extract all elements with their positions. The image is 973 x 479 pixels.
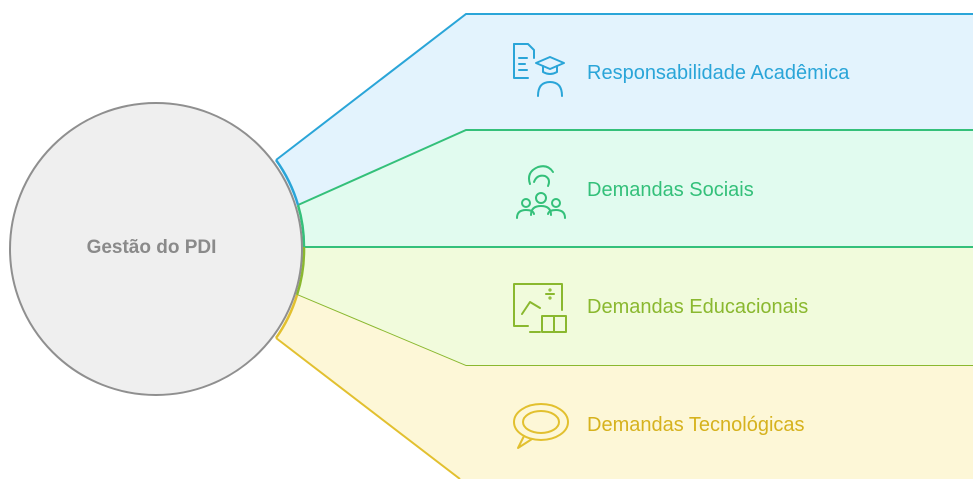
branch-edge-1 xyxy=(275,13,973,161)
center-node xyxy=(9,102,303,396)
circle-arc-4 xyxy=(274,294,299,339)
branch-label-3: Demandas Educacionais xyxy=(587,296,809,318)
branch-edge-2 xyxy=(297,129,973,206)
branch-edge-5 xyxy=(275,337,461,479)
student-document-icon xyxy=(513,43,565,97)
branch-band-2 xyxy=(298,130,973,247)
branch-label-4: Demandas Tecnológicas xyxy=(587,414,805,436)
center-title: Gestão do PDI xyxy=(86,237,217,258)
circle-arc-2 xyxy=(296,204,306,248)
chat-bubble-icon xyxy=(513,403,569,449)
branch-label-2: Demandas Sociais xyxy=(587,179,754,201)
circle-arc-1 xyxy=(274,159,300,206)
branch-label-1: Responsabilidade Acadêmica xyxy=(587,62,850,84)
education-board-icon xyxy=(513,283,567,333)
circle-arc-3 xyxy=(295,246,306,296)
branch-band-4 xyxy=(276,295,973,479)
branch-band-1 xyxy=(276,14,973,205)
community-people-icon xyxy=(516,165,566,219)
branch-band-3 xyxy=(297,247,973,366)
